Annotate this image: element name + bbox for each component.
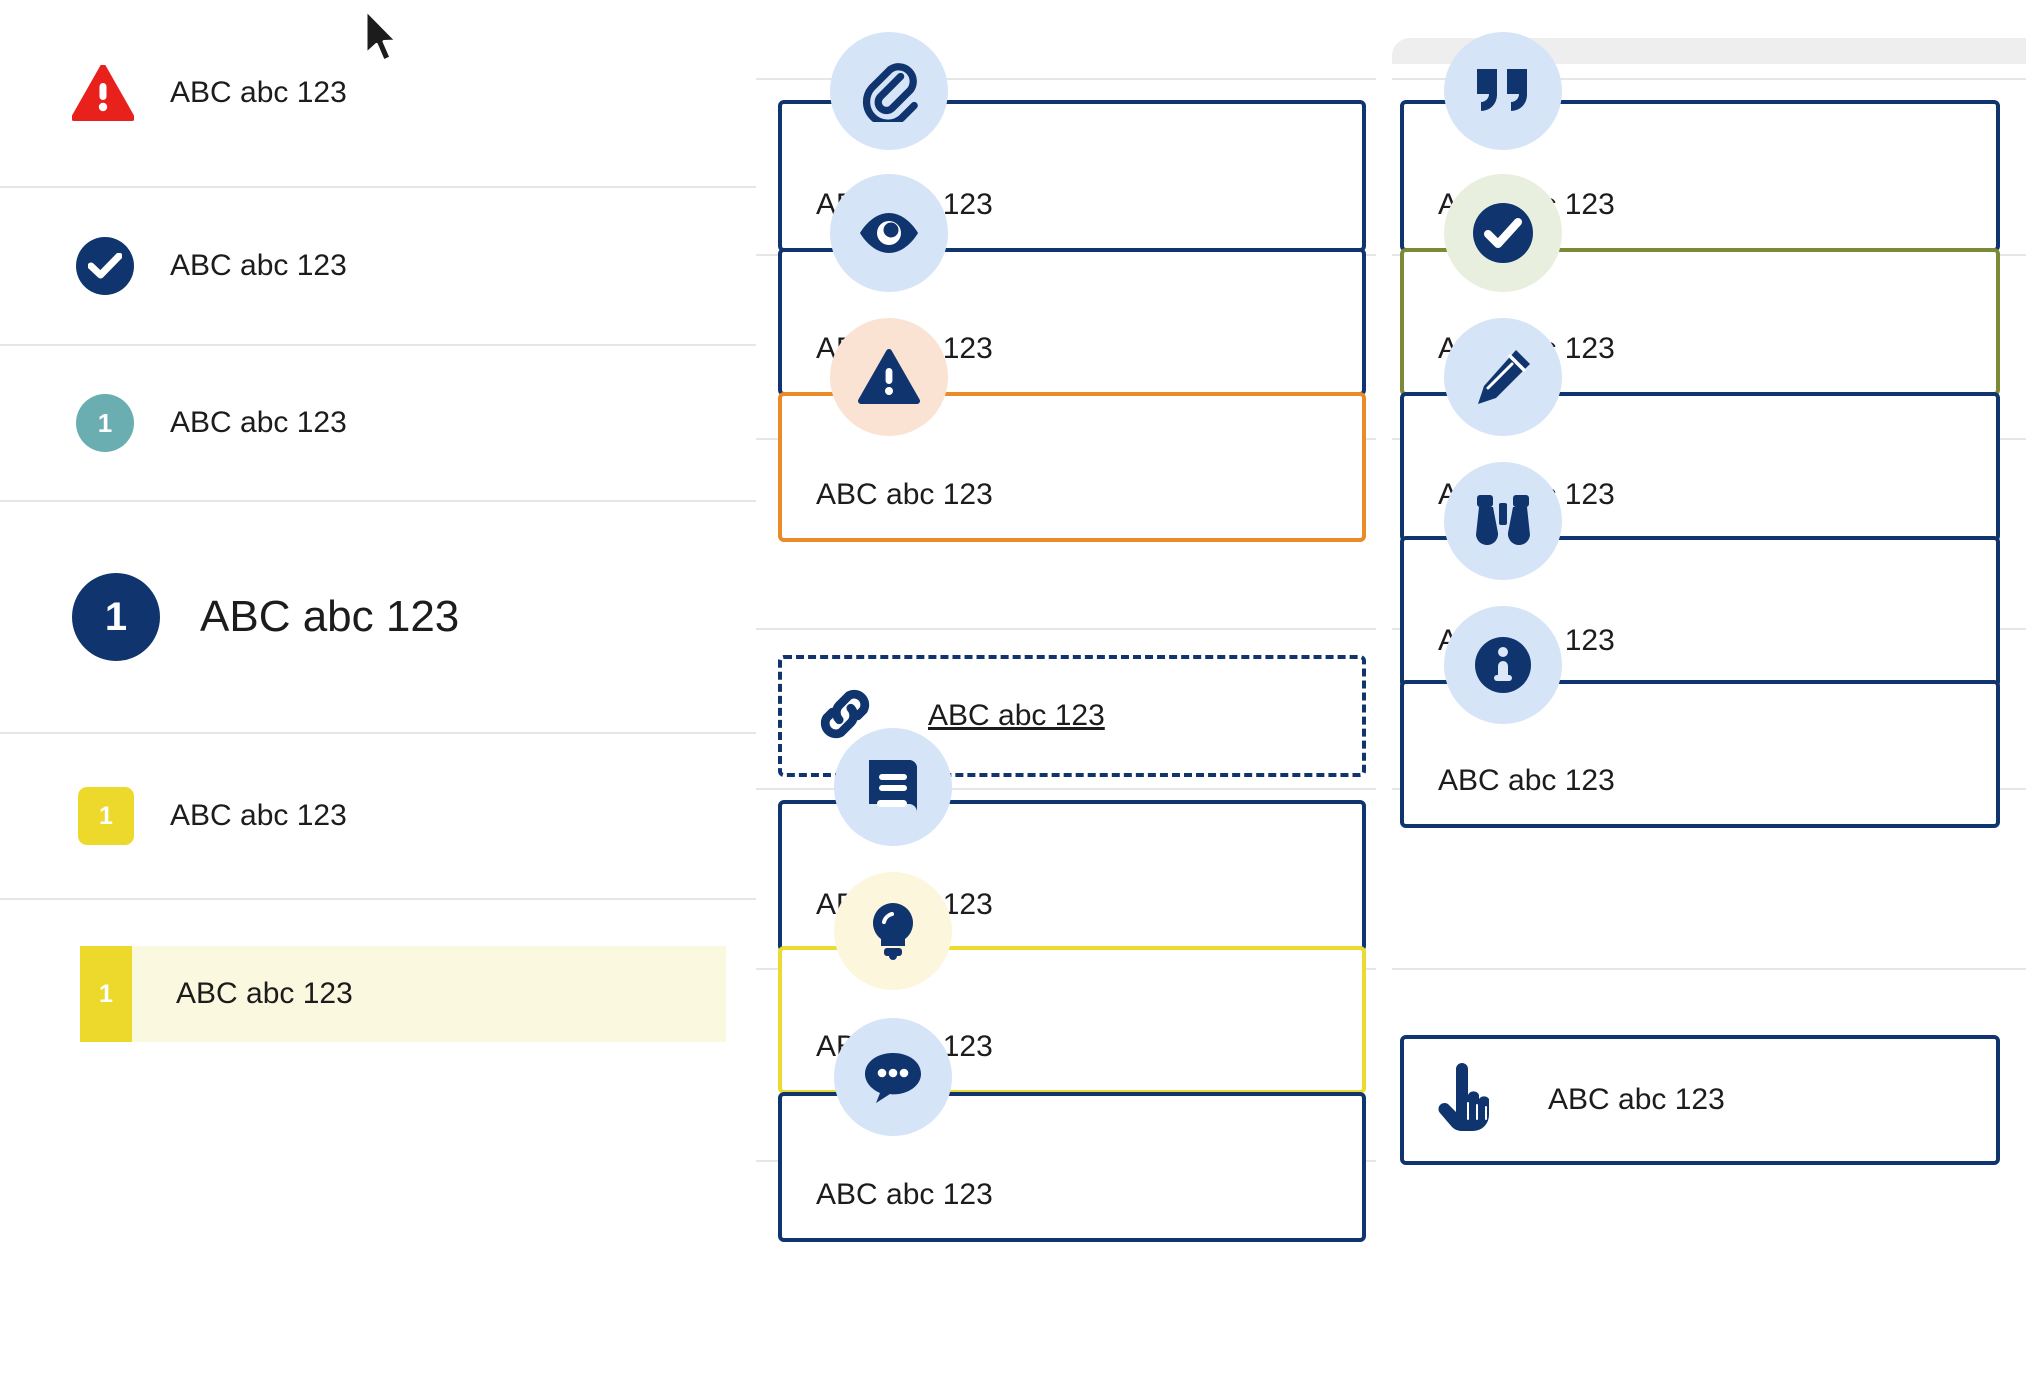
number-square-icon: 1 bbox=[80, 946, 132, 1042]
badge-number: 1 bbox=[99, 801, 113, 830]
number-circle-icon: 1 bbox=[76, 394, 134, 452]
badge-number: 1 bbox=[97, 407, 113, 438]
row-divider bbox=[1392, 968, 2026, 970]
check-circle-icon bbox=[76, 237, 134, 295]
card-action[interactable]: ABC abc 123 bbox=[1400, 1035, 2000, 1165]
binoculars-icon bbox=[1444, 462, 1562, 580]
sidebar: ABC abc 123 ABC abc 123 1 ABC abc 123 bbox=[0, 0, 756, 1392]
quotation-marks-icon bbox=[1444, 32, 1562, 150]
card-discussion[interactable]: ABC abc 123 bbox=[778, 1092, 1366, 1242]
warning-triangle-icon bbox=[830, 318, 948, 436]
card-label: ABC abc 123 bbox=[1438, 764, 1615, 797]
sidebar-active-highlight[interactable]: 1 ABC abc 123 bbox=[80, 946, 726, 1042]
card-link[interactable]: ABC abc 123 bbox=[778, 655, 1366, 777]
link-chain-icon bbox=[814, 683, 876, 750]
sidebar-item-label: ABC abc 123 bbox=[170, 799, 347, 832]
speech-bubble-icon bbox=[834, 1018, 952, 1136]
info-circle-icon bbox=[1444, 606, 1562, 724]
lightbulb-icon bbox=[834, 872, 952, 990]
sidebar-item-yellow-active[interactable]: 1 ABC abc 123 bbox=[0, 900, 756, 1088]
sidebar-item-teal-count[interactable]: 1 ABC abc 123 bbox=[0, 346, 756, 502]
sidebar-item-label: ABC abc 123 bbox=[176, 977, 353, 1010]
badge-number: 1 bbox=[99, 979, 113, 1008]
number-square-icon: 1 bbox=[78, 787, 134, 845]
row-divider bbox=[1392, 78, 2026, 80]
row-divider bbox=[756, 788, 1376, 790]
warning-triangle-icon bbox=[72, 65, 134, 121]
sidebar-item-label: ABC abc 123 bbox=[200, 592, 460, 641]
row-divider bbox=[756, 628, 1376, 630]
card-label: ABC abc 123 bbox=[816, 1178, 993, 1211]
badge-number: 1 bbox=[104, 594, 128, 639]
number-circle-icon: 1 bbox=[72, 573, 160, 661]
eye-icon bbox=[830, 174, 948, 292]
row-divider bbox=[756, 78, 1376, 80]
card-label: ABC abc 123 bbox=[816, 478, 993, 511]
card-label: ABC abc 123 bbox=[1548, 1083, 1725, 1116]
check-glyph bbox=[88, 253, 122, 279]
sidebar-item-label: ABC abc 123 bbox=[170, 249, 347, 282]
check-circle-icon bbox=[1444, 174, 1562, 292]
card-label: ABC abc 123 bbox=[928, 699, 1105, 732]
sidebar-item-success[interactable]: ABC abc 123 bbox=[0, 188, 756, 346]
sidebar-item-navy-count[interactable]: 1 ABC abc 123 bbox=[0, 502, 756, 734]
sidebar-item-yellow-count[interactable]: 1 ABC abc 123 bbox=[0, 734, 756, 900]
pointing-hand-icon bbox=[1436, 1062, 1496, 1138]
sidebar-item-label: ABC abc 123 bbox=[170, 406, 347, 439]
paperclip-icon bbox=[830, 32, 948, 150]
book-icon bbox=[834, 728, 952, 846]
pencil-icon bbox=[1444, 318, 1562, 436]
sidebar-item-label: ABC abc 123 bbox=[170, 76, 347, 109]
sidebar-item-alert[interactable]: ABC abc 123 bbox=[0, 0, 756, 188]
